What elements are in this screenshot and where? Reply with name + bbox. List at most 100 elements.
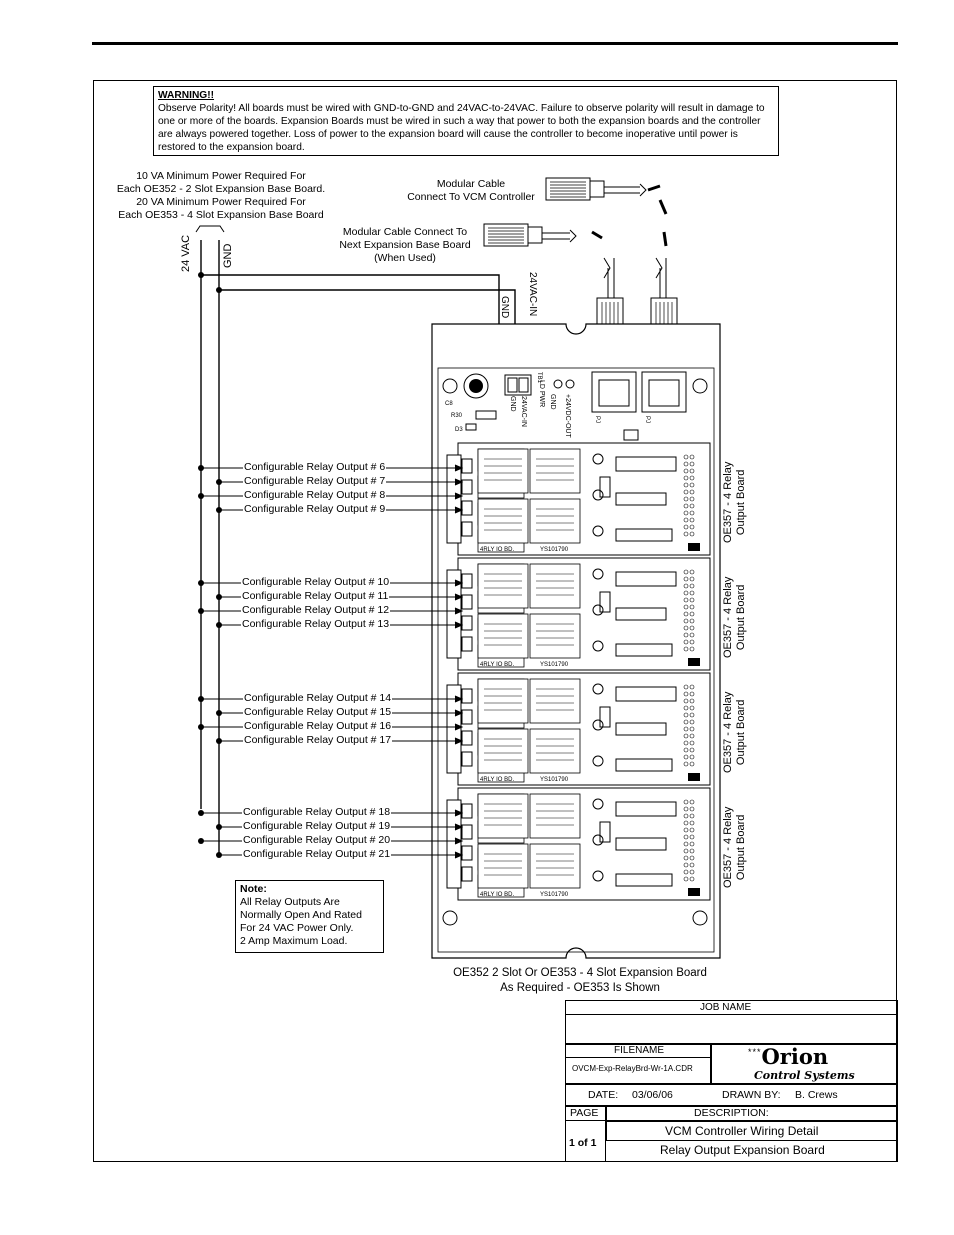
board-name-line: Output Board (735, 814, 747, 881)
description-line2: Relay Output Expansion Board (660, 1143, 825, 1157)
note-line: All Relay Outputs Are (240, 896, 340, 908)
drawing-frame (93, 80, 897, 1162)
led (592, 755, 604, 767)
description-line1: VCM Controller Wiring Detail (665, 1124, 819, 1138)
led (592, 719, 604, 731)
header-pin (683, 862, 689, 868)
cable-label-line: Next Expansion Base Board (339, 239, 471, 251)
jack-a-label: PJ (594, 416, 600, 424)
header-pin (683, 510, 689, 516)
terminal-screw (461, 688, 473, 704)
header-pin (683, 820, 689, 826)
vcm-cable-label: Modular Cable Connect To VCM Controller (396, 178, 546, 204)
header-pin (689, 806, 695, 812)
header-pin (689, 625, 695, 631)
header-pin (689, 639, 695, 645)
header-pin (689, 524, 695, 530)
relay-output-label: Configurable Relay Output # 9 (243, 503, 387, 516)
led (592, 568, 604, 580)
chip-74hc04n (615, 837, 667, 851)
cable-label-line: Modular Cable (436, 178, 506, 190)
board-name-line: OE357 - 4 Relay (722, 461, 734, 543)
supply-junction-dots (198, 272, 222, 293)
filename-header (565, 1044, 711, 1058)
header-pin (689, 489, 695, 495)
header-pin (689, 841, 695, 847)
header-pin (683, 869, 689, 875)
header-pin (683, 583, 689, 589)
header-pin (689, 740, 695, 746)
wire-junction-dot (198, 724, 204, 730)
led (592, 525, 604, 537)
jumper (688, 658, 700, 666)
header-pin (689, 761, 695, 767)
header-pin (689, 569, 695, 575)
terminal-block (446, 454, 462, 544)
power-note-line: Each OE353 - 4 Slot Expansion Base Board (118, 209, 324, 221)
chip-pcf8574p (615, 643, 673, 657)
header-pin (683, 503, 689, 509)
wire-arrow-icon (454, 464, 464, 472)
out-gnd-label: GND (549, 394, 556, 410)
header-pin (689, 611, 695, 617)
relay-component (477, 728, 529, 774)
relay-component (477, 448, 529, 494)
relay-output-label: Configurable Relay Output # 18 (242, 806, 392, 819)
header-pin (683, 754, 689, 760)
wire-junction-dot (216, 738, 222, 744)
header-pin (683, 806, 689, 812)
caption-line: As Required - OE353 Is Shown (500, 982, 660, 994)
power-note-line: Each OE352 - 2 Slot Expansion Base Board… (116, 183, 326, 195)
orion-logo: ***Orion Control Systems (748, 1046, 855, 1082)
description-header (606, 1106, 898, 1121)
header-pin (689, 799, 695, 805)
header-pin (689, 834, 695, 840)
header-pin (689, 475, 695, 481)
jumper (688, 543, 700, 551)
capacitor (599, 591, 611, 613)
terminal-screw (461, 573, 473, 589)
filename-label: FILENAME (614, 1045, 665, 1056)
header-pin (689, 705, 695, 711)
header-pin (689, 618, 695, 624)
relay-component (529, 728, 581, 774)
logo-subtitle: Control Systems (754, 1069, 855, 1082)
header-pin (683, 524, 689, 530)
chip-uln2803a (615, 571, 677, 587)
relay-output-label: Configurable Relay Output # 10 (241, 576, 391, 589)
header-pin (689, 604, 695, 610)
header-pin (689, 754, 695, 760)
terminal-screw (461, 866, 473, 882)
header-pin (683, 454, 689, 460)
header-pin (683, 517, 689, 523)
note-box: Note: All Relay Outputs Are Normally Ope… (235, 880, 384, 953)
wire-arrow-icon (454, 506, 464, 514)
drawn-by-value: B. Crews (795, 1089, 838, 1101)
power-requirement-note: 10 VA Minimum Power Required For Each OE… (100, 170, 342, 222)
relay-output-label: Configurable Relay Output # 21 (242, 848, 392, 861)
chip-74hc04n (615, 607, 667, 621)
wire-junction-dot (198, 465, 204, 471)
relay-output-label: Configurable Relay Output # 20 (242, 834, 392, 847)
terminal-screw (461, 803, 473, 819)
header-pin (683, 876, 689, 882)
wire-arrow-icon (454, 737, 464, 745)
board-footer-mid: YS101790 (540, 892, 569, 898)
relay-output-label: Configurable Relay Output # 11 (241, 590, 390, 603)
header-pin (683, 639, 689, 645)
header-pin (683, 848, 689, 854)
board-footer-left: 4RLY IO BD. (480, 547, 514, 553)
relay-output-label: Configurable Relay Output # 17 (243, 734, 393, 747)
header-pin (689, 820, 695, 826)
chip-pcf8574p (615, 873, 673, 887)
header-pin (689, 698, 695, 704)
header-pin (683, 569, 689, 575)
header-pin (689, 468, 695, 474)
cable-label-line: (When Used) (374, 252, 436, 264)
board-jack-plug-b-icon (650, 257, 678, 357)
capacitor (599, 476, 611, 498)
